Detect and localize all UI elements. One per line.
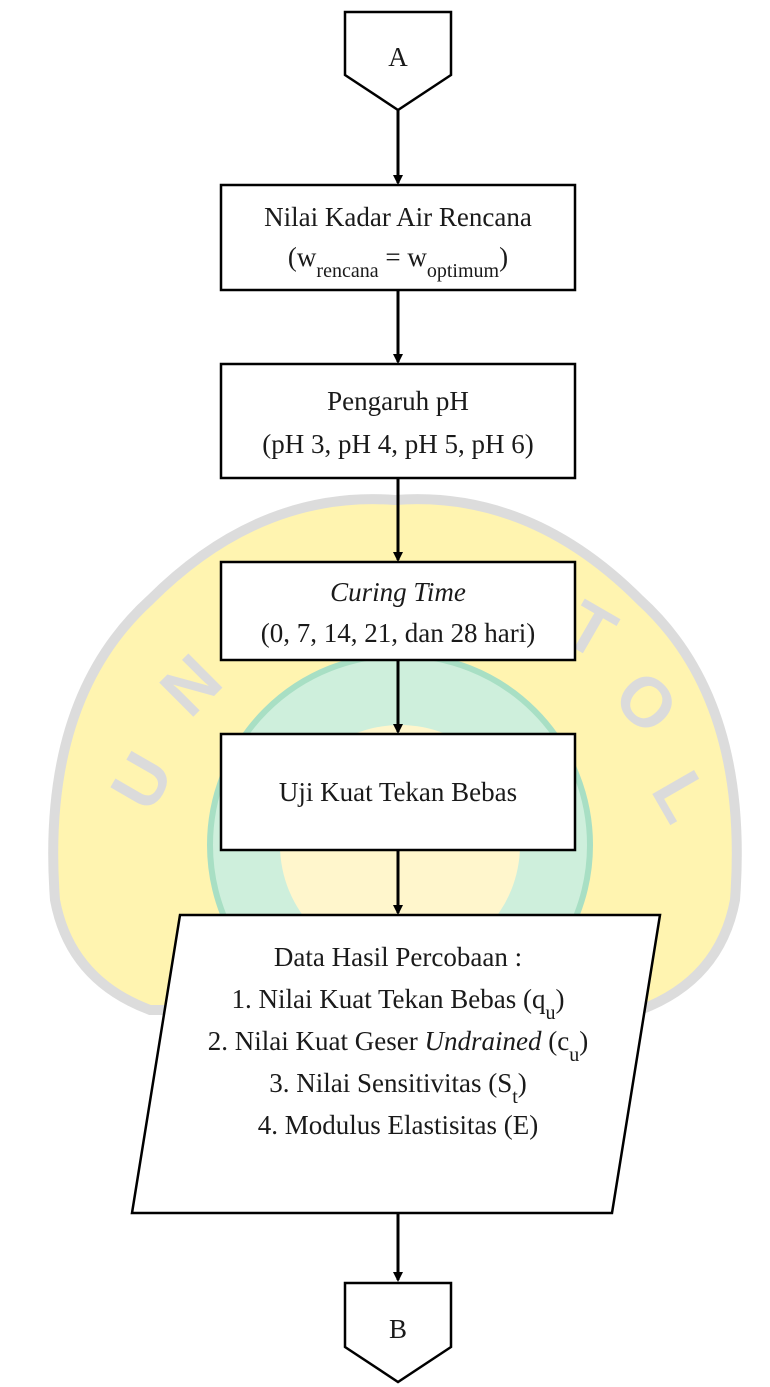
offpage-connector-start: A (343, 10, 453, 112)
step-detail: (pH 3, pH 4, pH 5, pH 6) (262, 429, 533, 459)
offpage-connector-end: B (343, 1281, 453, 1384)
step-title: Nilai Kadar Air Rencana (264, 202, 532, 232)
connector-label: A (388, 42, 408, 72)
process-box-kadar-air: Nilai Kadar Air Rencana (wrencana = wopt… (219, 183, 577, 292)
step-title: Uji Kuat Tekan Bebas (279, 777, 517, 807)
step-detail: (0, 7, 14, 21, dan 28 hari) (261, 618, 535, 648)
output-item: 2. Nilai Kuat Geser Undrained (cu) (208, 1026, 588, 1066)
process-box-curing-time: Curing Time (0, 7, 14, 21, dan 28 hari) (219, 560, 577, 662)
output-item: 3. Nilai Sensitivitas (St) (269, 1068, 527, 1108)
data-output-parallelogram: Data Hasil Percobaan : 1. Nilai Kuat Tek… (130, 913, 662, 1215)
output-item: 4. Modulus Elastisitas (E) (258, 1110, 538, 1140)
step-formula: (wrencana = woptimum) (288, 242, 508, 282)
output-title: Data Hasil Percobaan : (274, 942, 522, 972)
step-title: Curing Time (330, 577, 466, 607)
output-item: 1. Nilai Kuat Tekan Bebas (qu) (231, 984, 564, 1024)
connector-label: B (389, 1314, 407, 1344)
process-box-uji-kuat-tekan: Uji Kuat Tekan Bebas (219, 732, 577, 852)
process-box-ph: Pengaruh pH (pH 3, pH 4, pH 5, pH 6) (219, 362, 577, 480)
step-title: Pengaruh pH (327, 386, 469, 416)
